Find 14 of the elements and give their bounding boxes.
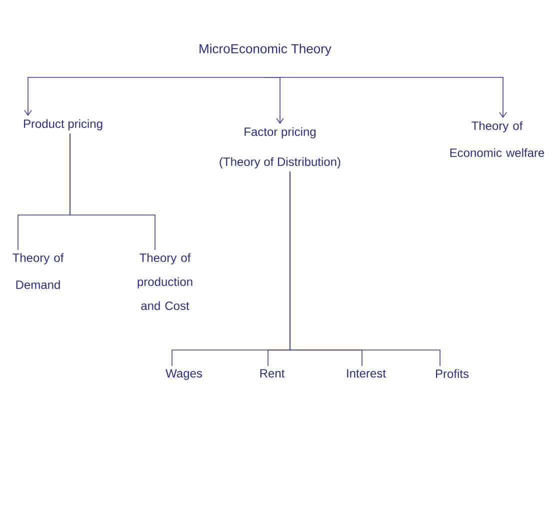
arrow [264, 77, 507, 118]
root-topic-text: MicroEconomic Theory [200, 44, 332, 56]
connector-line [70, 133, 156, 250]
topic-text: Profits [436, 369, 469, 378]
topic-text: Theory of Economic welfare [450, 121, 544, 157]
topic-text: Theory of production and Cost [138, 253, 192, 310]
connector-line [290, 171, 440, 366]
topic-text: Rent [260, 369, 285, 378]
topic-text: Factor pricing (Theory of Distribution) [220, 127, 340, 168]
topic-text: Wages [166, 369, 202, 380]
topic-text: Theory of Demand [12, 253, 64, 289]
topic-text: Product pricing [24, 119, 102, 130]
arrow [24, 77, 266, 116]
topic-text: Interest [347, 369, 386, 378]
